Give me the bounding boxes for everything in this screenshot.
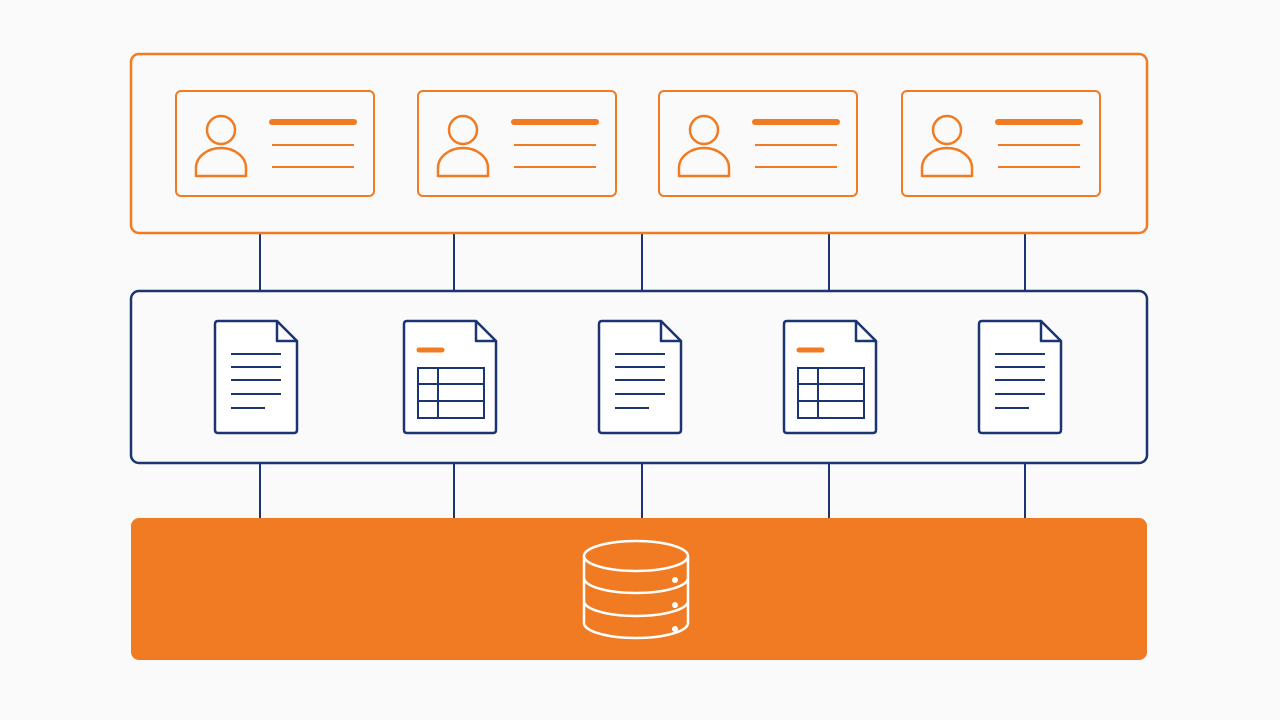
user-avatar-icon xyxy=(436,114,490,178)
text-document-icon xyxy=(977,319,1063,435)
profile-card-frame xyxy=(175,90,375,197)
user-avatar-icon xyxy=(677,114,731,178)
page-fold xyxy=(659,321,681,343)
documents-layer-panel xyxy=(129,289,1149,465)
avatar-body xyxy=(677,146,731,178)
text-document-icon xyxy=(213,319,299,435)
db-indicator-dot xyxy=(672,626,678,632)
profile-card xyxy=(175,90,375,197)
page-fold xyxy=(474,321,496,343)
profiles-layer xyxy=(175,90,1101,197)
profile-card-frame xyxy=(901,90,1101,197)
avatar-body xyxy=(194,146,248,178)
profile-card-frame xyxy=(658,90,858,197)
documents-layer xyxy=(213,319,1063,435)
profile-card-frame xyxy=(417,90,617,197)
db-indicator-dot xyxy=(672,577,678,583)
connector-lines xyxy=(259,233,1026,518)
user-avatar-icon xyxy=(920,114,974,178)
database-icon xyxy=(582,539,690,640)
spreadsheet-document-icon xyxy=(402,319,498,435)
avatar-body xyxy=(436,146,490,178)
avatar-head xyxy=(688,114,720,146)
document-page xyxy=(213,319,299,435)
storage-layer-panel xyxy=(131,518,1147,660)
db-ring xyxy=(582,577,690,595)
page-fold xyxy=(1039,321,1061,343)
avatar-body xyxy=(920,146,974,178)
profiles-layer-panel xyxy=(129,52,1149,235)
document-page xyxy=(597,319,683,435)
profile-card xyxy=(901,90,1101,197)
user-avatar-icon xyxy=(194,114,248,178)
document-page xyxy=(977,319,1063,435)
db-ring xyxy=(582,600,690,618)
profile-card xyxy=(417,90,617,197)
page-fold xyxy=(275,321,297,343)
db-body xyxy=(582,556,690,640)
text-document-icon xyxy=(597,319,683,435)
avatar-head xyxy=(205,114,237,146)
avatar-head xyxy=(447,114,479,146)
avatar-head xyxy=(931,114,963,146)
profile-card xyxy=(658,90,858,197)
page-fold xyxy=(854,321,876,343)
db-indicator-dot xyxy=(672,602,678,608)
sheet-grid xyxy=(797,367,865,419)
sheet-grid xyxy=(417,367,485,419)
spreadsheet-document-icon xyxy=(782,319,878,435)
